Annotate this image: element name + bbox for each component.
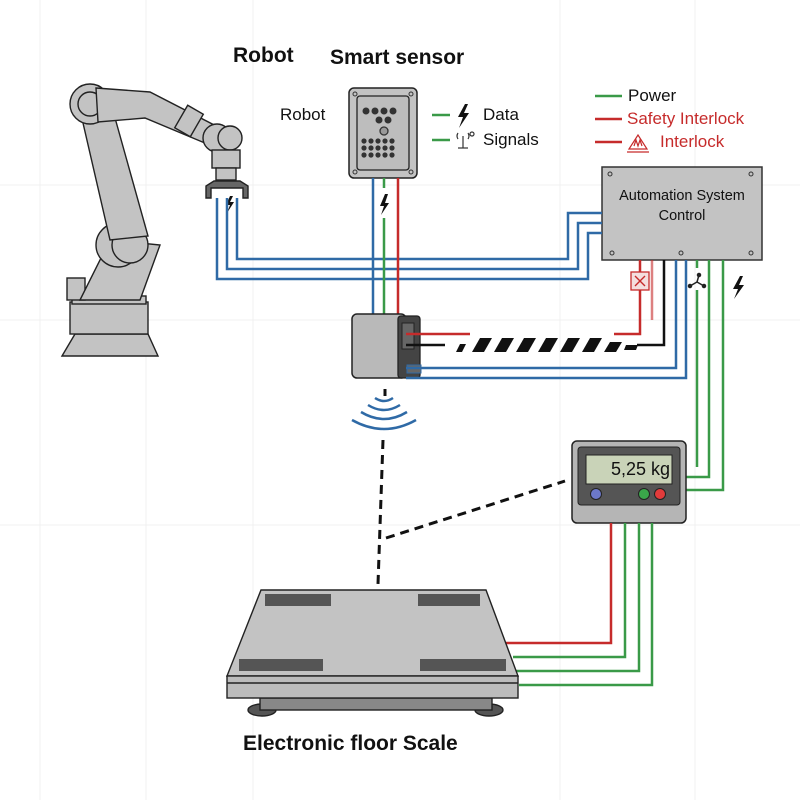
- sensor-data-label: Data: [483, 105, 519, 124]
- junction-controller-cables: [406, 260, 688, 380]
- weight-display-value: 5,25 kg: [610, 459, 670, 479]
- smart-sensor-device: [348, 87, 418, 179]
- legend-safety-interlock-label: Safety Interlock: [627, 109, 745, 128]
- sensor-signals-label: Signals: [483, 130, 539, 149]
- controller-power-cables: [686, 260, 725, 492]
- floor-scale: [225, 589, 520, 717]
- controller-title-line2: Control: [658, 208, 706, 224]
- sensor-cables: [371, 178, 400, 316]
- gripper-lightning-icon: [226, 196, 234, 213]
- power-lightning-icon: [733, 276, 744, 299]
- robot-data-cables: [215, 198, 602, 281]
- antenna-icon: [456, 131, 475, 149]
- legend-power-label: Power: [628, 86, 677, 105]
- interlock-switch-icon: [630, 271, 650, 291]
- controller-title: Automation System Control: [602, 186, 762, 226]
- smart-sensor-title: Smart sensor: [330, 46, 465, 69]
- weight-indicator: [571, 440, 687, 524]
- warning-hand-icon: [627, 133, 649, 153]
- sensor-robot-label: Robot: [280, 105, 326, 124]
- indicator-button-blue[interactable]: [590, 488, 602, 500]
- hazard-stripe-barrier: [456, 338, 638, 352]
- data-lightning-icon: [458, 104, 469, 128]
- indicator-button-green[interactable]: [638, 488, 650, 500]
- wireless-dashed-links: [376, 389, 566, 585]
- network-node-icon: [687, 272, 707, 289]
- indicator-button-red[interactable]: [654, 488, 666, 500]
- wireless-signal-icon: [351, 396, 417, 431]
- floor-scale-title: Electronic floor Scale: [243, 732, 458, 755]
- indicator-scale-cables: [506, 523, 654, 687]
- sensor-lightning-icon: [380, 194, 389, 215]
- legend-interlock-label: Interlock: [660, 132, 725, 151]
- robot-title: Robot: [233, 44, 294, 67]
- controller-title-line1: Automation System: [619, 188, 745, 204]
- automation-controller: [601, 166, 763, 261]
- robot-arm: [60, 83, 249, 357]
